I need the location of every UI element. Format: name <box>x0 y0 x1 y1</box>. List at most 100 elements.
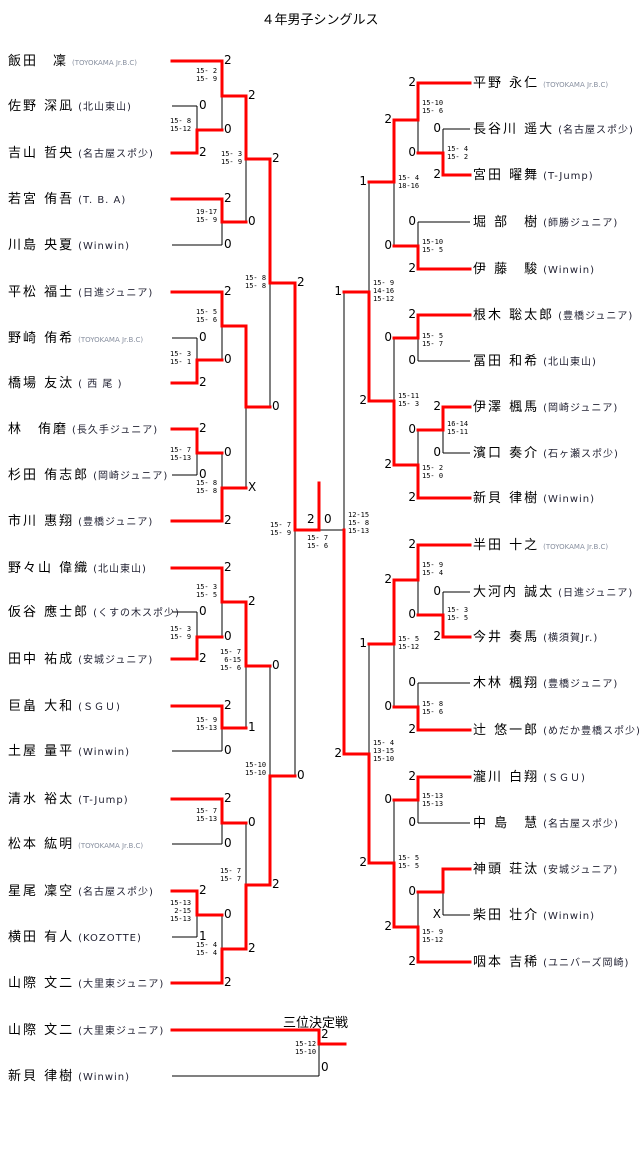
winner-path-line <box>170 486 248 523</box>
set-scores: 15- 7 15-13 <box>196 807 218 823</box>
player-name: 辻 悠一郎 <box>473 723 540 738</box>
player-club: (Winwin) <box>78 747 131 758</box>
game-win-count: 1 <box>359 636 367 650</box>
player-name: 今井 奏馬 <box>473 630 540 645</box>
set-scores: 19-17 15- 9 <box>196 208 218 224</box>
game-win-count: 0 <box>224 629 232 643</box>
set-scores: 15-10 15- 6 <box>422 99 444 115</box>
player-name: 仮谷 應士郎 <box>8 605 90 620</box>
player-club: (日進ジュニア) <box>78 288 154 299</box>
set-scores: 15- 4 18-16 <box>398 174 420 190</box>
game-win-count: 0 <box>224 836 232 850</box>
winner-path-line <box>170 797 248 825</box>
player-entry: 宮田 曜舞(T-Jump) <box>473 166 594 183</box>
set-scores: 15- 3 15- 1 <box>170 350 192 366</box>
game-win-count: 2 <box>384 572 392 586</box>
player-name: 宮田 曜舞 <box>473 168 540 183</box>
game-win-count: 1 <box>199 929 207 943</box>
game-win-count: 2 <box>199 145 207 159</box>
player-name: 咽本 吉稀 <box>473 955 540 970</box>
player-name: 川島 央夏 <box>8 238 75 253</box>
player-entry: 清水 裕太(T-Jump) <box>8 790 129 807</box>
set-scores: 15- 7 15- 7 <box>220 867 242 883</box>
player-name: 長谷川 遥大 <box>473 122 555 137</box>
player-club: (ユニバーズ岡崎) <box>543 958 630 969</box>
player-club: (TOYOKAMA Jr.B.C) <box>72 59 138 67</box>
game-win-count: 2 <box>433 167 441 181</box>
player-name: 橋場 友汰 <box>8 376 75 391</box>
player-club: (石ヶ瀬スポ少) <box>543 449 619 460</box>
game-win-count: 2 <box>248 88 256 102</box>
winner-path-line <box>416 867 472 894</box>
player-entry: 堀 部 樹(師勝ジュニア) <box>473 213 618 230</box>
game-win-count: 0 <box>224 743 232 757</box>
player-name: 新貝 律樹 <box>473 491 540 506</box>
player-entry: 新貝 律樹(Winwin) <box>473 489 595 506</box>
game-win-count: 2 <box>433 629 441 643</box>
player-entry: 瀧川 白翔(ＳＧＵ) <box>473 768 586 785</box>
game-win-count: 0 <box>408 422 416 436</box>
player-entry: 新貝 律樹(Winwin) <box>8 1067 130 1084</box>
player-name: 半田 十之 <box>473 538 540 553</box>
game-win-count: 0 <box>224 237 232 251</box>
player-club: (豊橋ジュニア) <box>78 517 154 528</box>
player-club: (日進ジュニア) <box>558 588 634 599</box>
player-name: 田中 祐成 <box>8 652 75 667</box>
game-win-count: X <box>432 907 441 921</box>
winner-path-line <box>392 775 472 802</box>
set-scores: 15- 2 15- 0 <box>422 464 444 480</box>
player-club: (安城ジュニア) <box>78 655 154 666</box>
player-name: 吉山 哲央 <box>8 146 75 161</box>
player-club: (名古屋スポ少) <box>78 887 154 898</box>
player-name: 杉田 侑志郎 <box>8 468 90 483</box>
game-win-count: 0 <box>408 607 416 621</box>
game-win-count: 0 <box>297 768 305 782</box>
player-name: 冨田 和希 <box>473 354 540 369</box>
game-win-count: 2 <box>408 261 416 275</box>
player-entry: 平野 永仁(TOYOKAMA Jr.B.C) <box>473 74 608 91</box>
player-entry: 冨田 和希(北山東山) <box>473 352 597 369</box>
game-win-count: 2 <box>321 1027 329 1041</box>
player-club: (大里東ジュニア) <box>78 1026 165 1037</box>
player-name: 山際 文二 <box>8 1023 75 1038</box>
game-win-count: 2 <box>272 877 280 891</box>
game-win-count: 2 <box>248 594 256 608</box>
game-win-count: 0 <box>199 98 207 112</box>
game-win-count: 2 <box>248 941 256 955</box>
game-win-count: 2 <box>408 75 416 89</box>
winner-path-line <box>342 290 472 500</box>
set-scores: 15- 3 15- 9 <box>221 150 243 166</box>
player-entry: 佐野 深凪(北山東山) <box>8 97 132 114</box>
player-entry: 根木 聡太郎(豊橋ジュニア) <box>473 306 633 323</box>
player-club: (Winwin) <box>543 265 596 276</box>
game-win-count: 0 <box>408 145 416 159</box>
set-scores: 15- 5 15-12 <box>398 635 420 651</box>
player-name: 市川 惠翔 <box>8 514 75 529</box>
winner-path-line <box>392 705 472 732</box>
set-scores: 15- 9 15-13 <box>196 716 218 732</box>
set-scores: 15-10 15- 5 <box>422 238 444 254</box>
player-entry: 橋場 友汰( 西 尾 ) <box>8 374 122 391</box>
player-club: (TOYOKAMA Jr.B.C) <box>78 842 144 850</box>
game-win-count: 2 <box>384 457 392 471</box>
set-scores: 15- 5 15- 5 <box>398 854 420 870</box>
game-win-count: 2 <box>408 954 416 968</box>
player-entry: 辻 悠一郎(めだか豊橋スポ少) <box>473 721 640 738</box>
player-club: (北山東山) <box>78 102 132 113</box>
set-scores: 15- 7 15- 9 <box>270 521 292 537</box>
game-win-count: 1 <box>359 174 367 188</box>
winner-path-line <box>170 59 321 532</box>
game-win-count: 2 <box>307 512 315 526</box>
game-win-count: 0 <box>199 604 207 618</box>
player-name: 神頭 荘汰 <box>473 862 540 877</box>
game-win-count: 2 <box>408 722 416 736</box>
winner-path-line <box>170 128 224 155</box>
game-win-count: 0 <box>199 330 207 344</box>
player-entry: 山際 文二(大里東ジュニア) <box>8 974 164 991</box>
game-win-count: 0 <box>272 658 280 672</box>
player-entry: 半田 十之(TOYOKAMA Jr.B.C) <box>473 536 608 553</box>
set-scores: 12-15 15- 8 15-13 <box>348 511 370 535</box>
player-name: 堀 部 樹 <box>473 215 540 230</box>
winner-path-line <box>170 889 224 917</box>
player-name: 中 島 慧 <box>473 816 540 831</box>
